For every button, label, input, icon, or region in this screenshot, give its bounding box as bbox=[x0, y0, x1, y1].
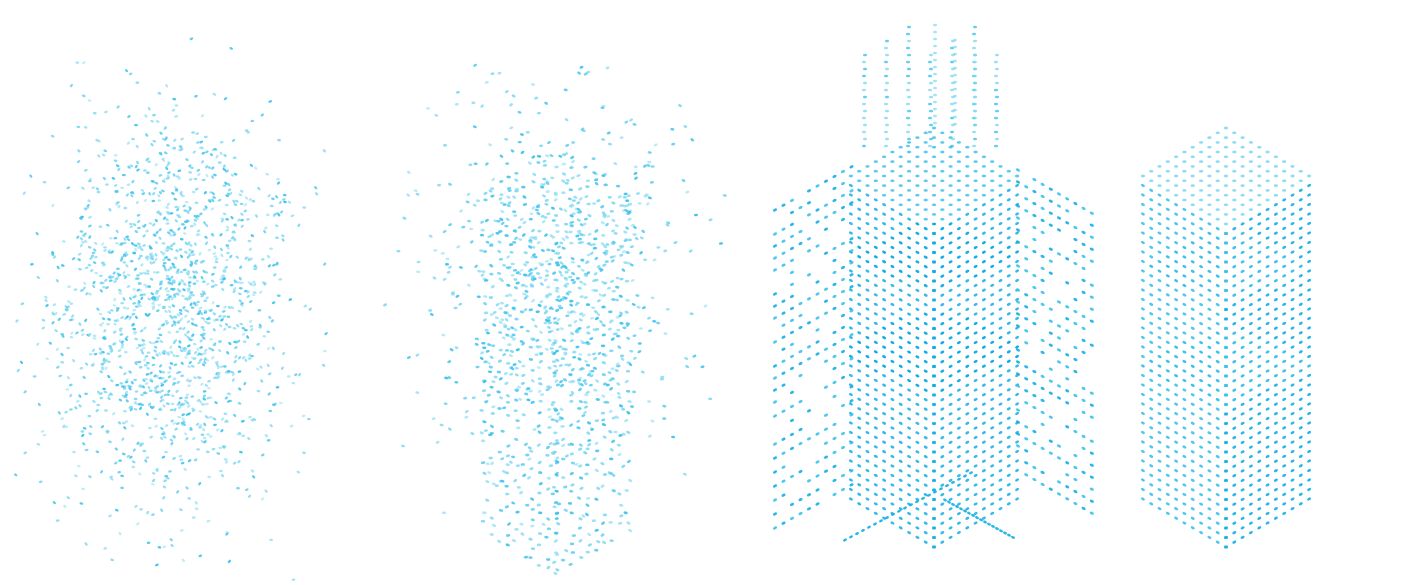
stage-converging bbox=[383, 63, 727, 576]
stage-assembled bbox=[1140, 126, 1312, 549]
stage-scattered bbox=[13, 37, 328, 581]
stage-assembling bbox=[773, 23, 1094, 549]
